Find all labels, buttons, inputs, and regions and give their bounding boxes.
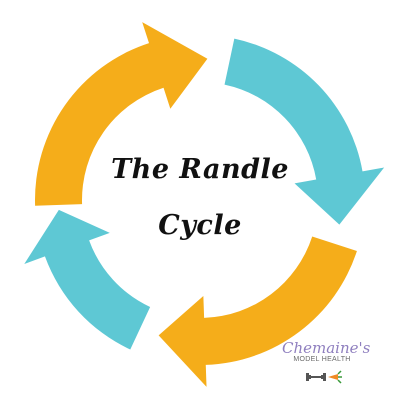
dumbbell-icon (306, 373, 326, 381)
logo-script-text: Chemaine's (282, 339, 371, 357)
bottom-right-arrow (158, 236, 357, 387)
diagram-title-line-2: Cycle (158, 210, 242, 241)
brand-logo: Chemaine's MODEL HEALTH (282, 339, 371, 388)
logo-mark (306, 370, 342, 384)
diagram-title-line-1: The Randle (111, 154, 289, 185)
top-left-arrow (34, 22, 208, 206)
top-right-arrow (224, 38, 385, 225)
carrot-icon (328, 370, 342, 384)
bottom-left-arrow (24, 209, 151, 350)
logo-sub-text: MODEL HEALTH (293, 356, 351, 363)
